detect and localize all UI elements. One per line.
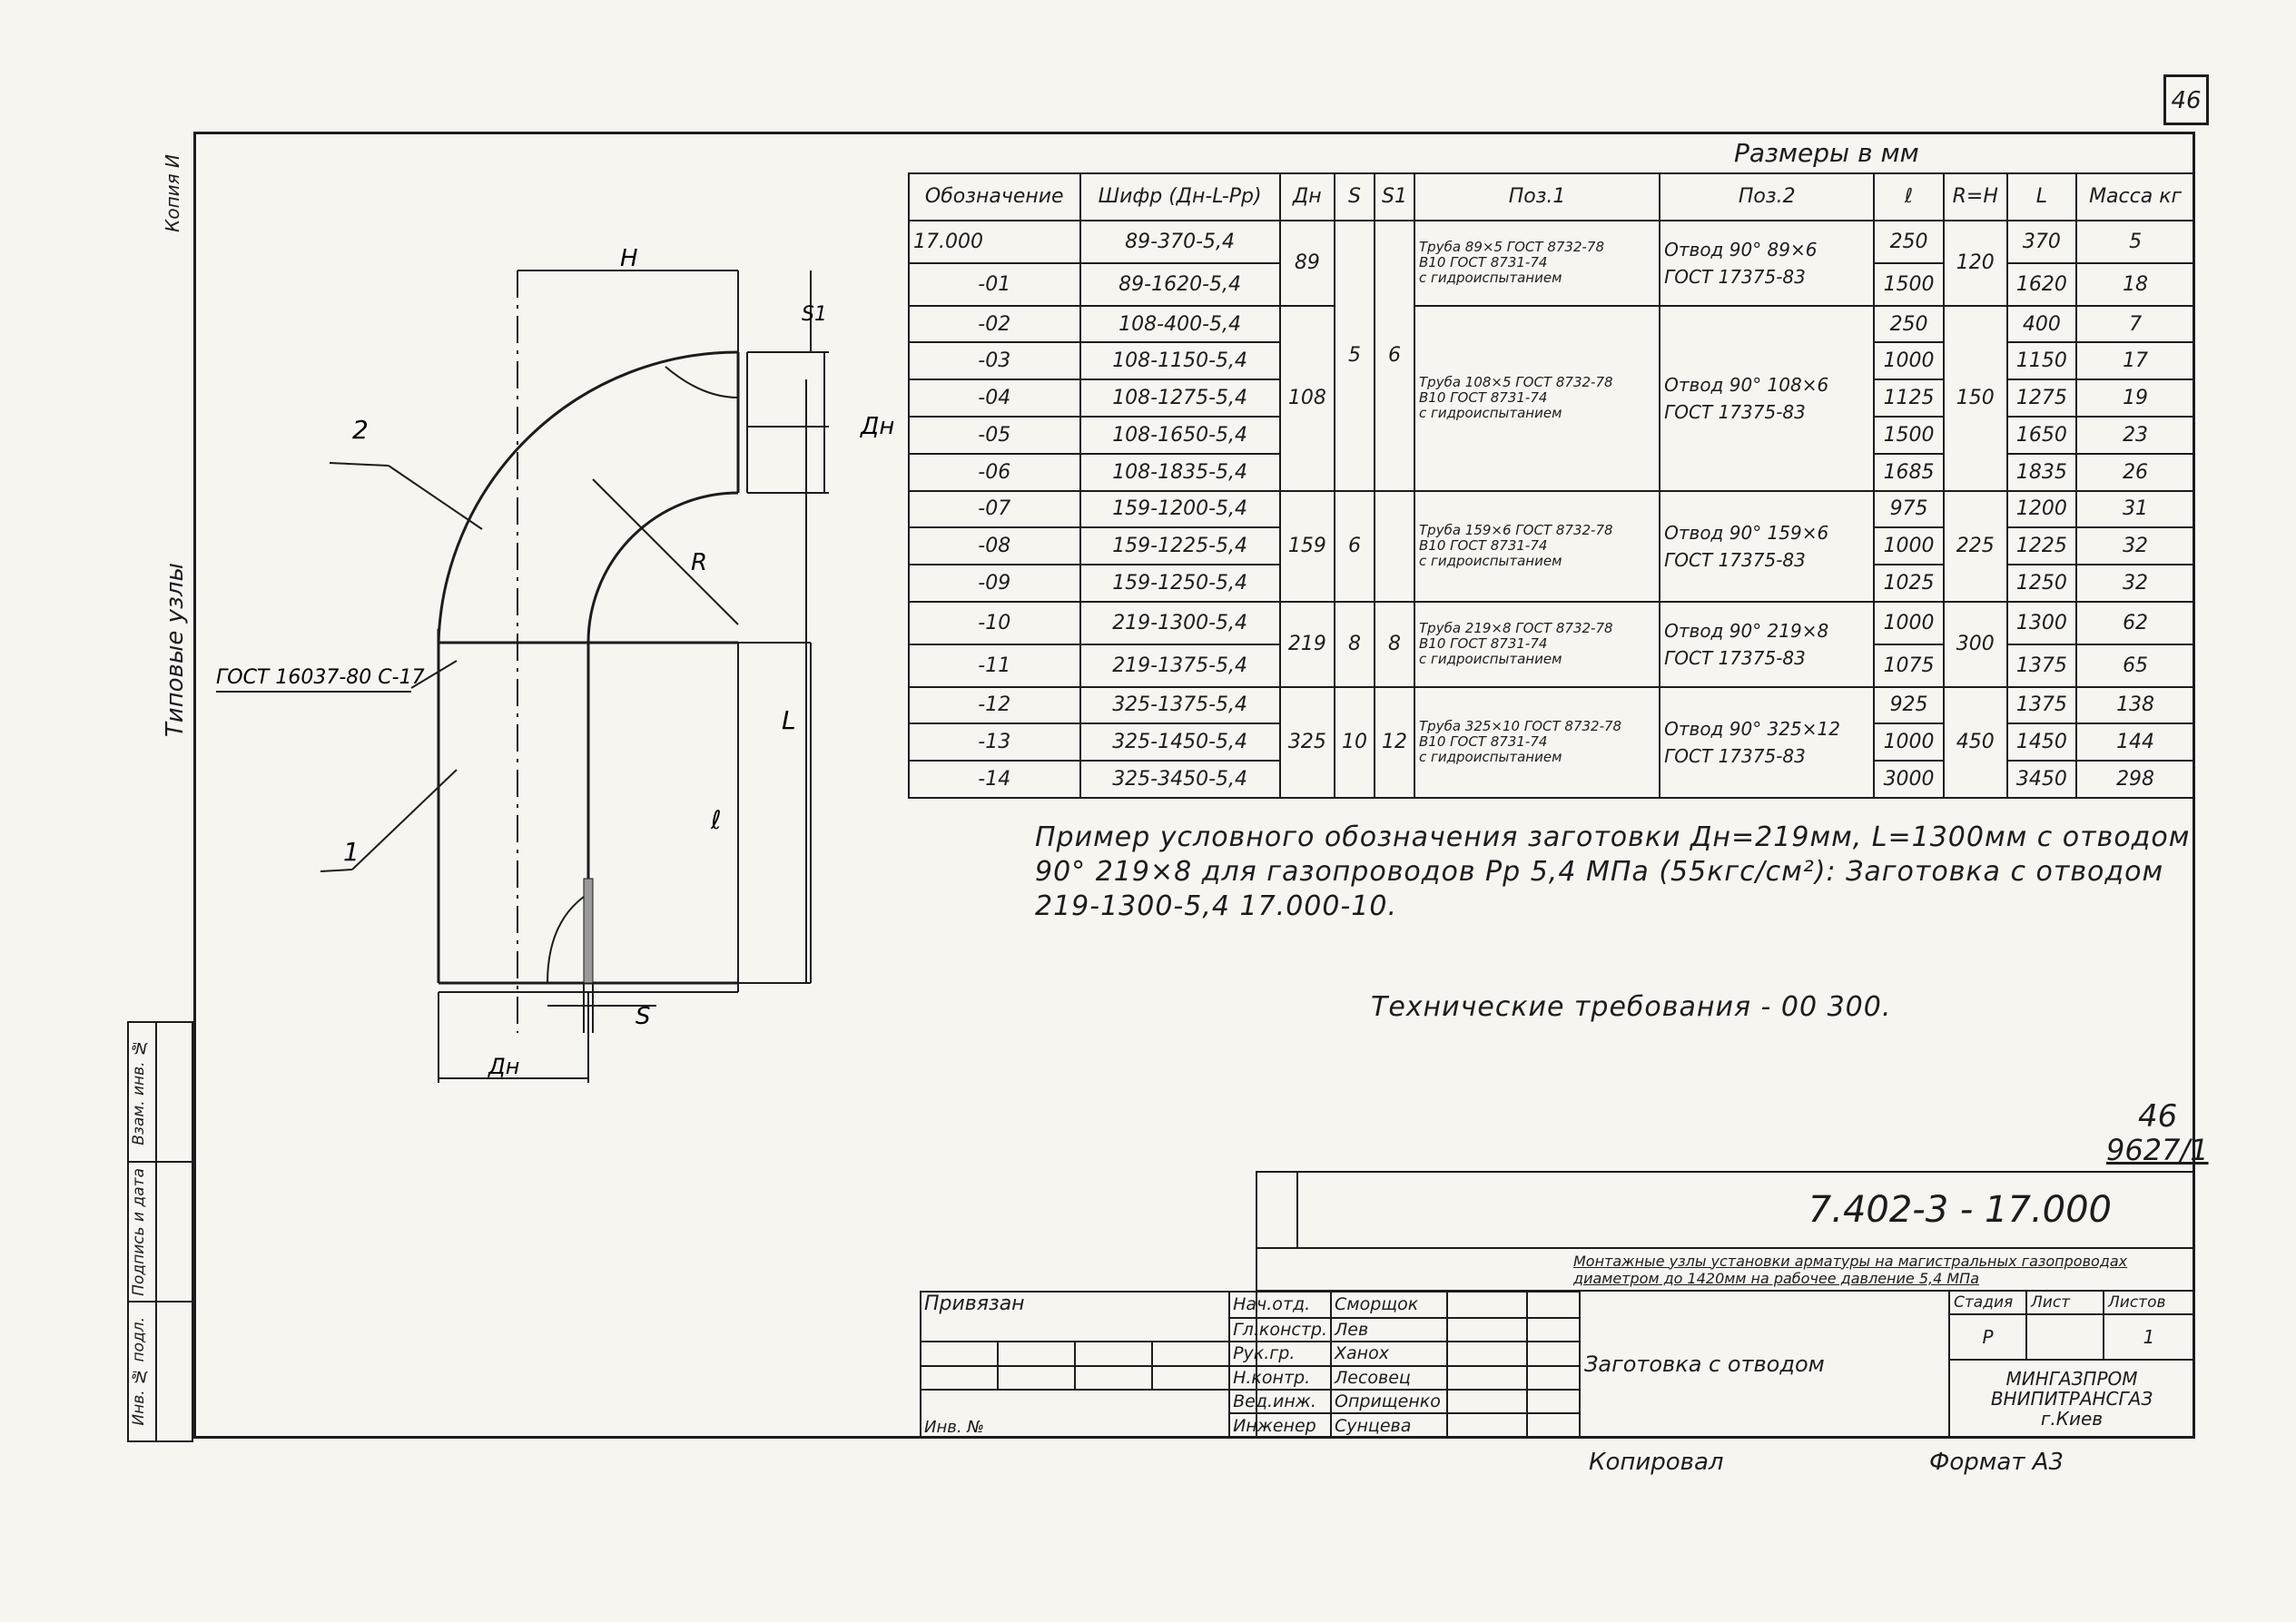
margin-top-label: Копия И (162, 154, 183, 232)
table-row: -10 219-1300-5,4 219 8 8 Труба 219×8 ГОС… (908, 600, 2195, 688)
table-row: -07 159-1200-5,4 159 6 Труба 159×6 ГОСТ … (908, 489, 2195, 603)
dim-dn-bottom-label: Дн (488, 1054, 519, 1079)
copied-label: Копировал (1589, 1449, 1724, 1476)
col-mass: Масса кг (2075, 172, 2195, 221)
sheets-value: 1 (2103, 1312, 2195, 1361)
table-row: -01 89-1620-5,4 1500 1620 18 (908, 261, 2195, 307)
dim-l-small-label: ℓ (710, 805, 722, 835)
table-row: 17.000 89-370-5,4 89 5 6 Труба 89×5 ГОСТ… (908, 220, 2195, 492)
col-s: S (1333, 172, 1375, 221)
stage-value: Р (1948, 1312, 2027, 1361)
col-s1: S1 (1373, 172, 1416, 221)
dim-dn-right-label: Дн (860, 413, 894, 440)
table-row: -11 219-1375-5,4 1075 1375 65 (908, 643, 2195, 688)
stage-header: Стадия (1948, 1290, 2027, 1315)
note-line-3: 219-1300-5,4 17.000-10. (1035, 890, 1398, 922)
col-designation: Обозначение (908, 172, 1081, 221)
table-row: -04 108-1275-5,4 1125 1275 19 (908, 378, 2195, 418)
sheet-header: Лист (2025, 1290, 2104, 1315)
pipe-bend-drawing: H S1 Дн R L ℓ S Дн 2 1 ГОСТ 16037-80 С-1… (216, 245, 894, 1083)
signature (1446, 1291, 1528, 1319)
side-cell-3: Инв. № подл. (130, 1317, 148, 1426)
table-row: -08 159-1225-5,4 1000 1225 32 (908, 526, 2195, 566)
format-label: Формат А3 (1929, 1449, 2064, 1476)
col-pos2: Поз.2 (1659, 172, 1876, 221)
table-row: -14 325-3450-5,4 3000 3450 298 (908, 760, 2195, 799)
sheet-value (2025, 1312, 2104, 1361)
ref-code: 9627/1 (2106, 1133, 2209, 1167)
note-line-2: 90° 219×8 для газопроводов Рр 5,4 МПа (5… (1035, 856, 2164, 888)
side-cell-2: Подпись и дата (130, 1167, 148, 1296)
table-row: -09 159-1250-5,4 1025 1250 32 (908, 564, 2195, 603)
dim-l-big-label: L (782, 705, 796, 735)
note-line-1: Пример условного обозначения заготовки Д… (1035, 821, 2191, 853)
privyazan-label: Привязан (919, 1290, 1231, 1343)
table-row: -13 325-1450-5,4 1000 1450 144 (908, 723, 2195, 762)
side-cell-1: Взам. инв. № (130, 1038, 148, 1145)
project-title: Монтажные узлы установки арматуры на маг… (1256, 1246, 2195, 1293)
col-cipher: Шифр (Дн-L-Рр) (1079, 172, 1281, 221)
callout-part-1: 1 (343, 837, 360, 867)
dim-h-label: H (620, 245, 638, 272)
col-dn: Дн (1278, 172, 1335, 221)
staff-block: Привязан Нач.отд. Сморщок Гл.констр. Лев… (919, 1290, 1581, 1440)
dim-s-label: S (636, 1003, 651, 1030)
margin-side-table: Взам. инв. № Подпись и дата Инв. № подл. (127, 1021, 193, 1442)
dim-r-label: R (691, 549, 707, 576)
sheets-header: Листов (2103, 1290, 2195, 1315)
dim-s1-label: S1 (802, 303, 827, 326)
table-row: -06 108-1835-5,4 1685 1835 26 (908, 452, 2195, 492)
inv-label: Инв. № (919, 1388, 1231, 1440)
table-row: -03 108-1150-5,4 1000 1150 17 (908, 341, 2195, 381)
col-l: ℓ (1873, 172, 1945, 221)
callout-weld: ГОСТ 16037-80 С-17 (216, 666, 425, 689)
designation: 7.402-3 - 17.000 (1296, 1171, 2195, 1249)
ref-page: 46 (2138, 1098, 2178, 1135)
col-lbig: L (2005, 172, 2078, 221)
table-title: Размеры в мм (1734, 138, 1919, 168)
table-row: -12 325-1375-5,4 325 10 12 Труба 325×10 … (908, 685, 2195, 800)
spec-table: Обозначение Шифр (Дн-L-Рр) Дн S S1 Поз.1… (908, 172, 2195, 800)
table-row: -02 108-400-5,4 108 Труба 108×5 ГОСТ 873… (908, 304, 2195, 492)
tech-requirements: Технические требования - 00 300. (1371, 991, 1892, 1023)
table-row: -05 108-1650-5,4 1500 1650 23 (908, 416, 2195, 455)
margin-mid-label: Типовые узлы (162, 563, 189, 738)
col-rh: R=H (1942, 172, 2008, 221)
col-pos1: Поз.1 (1414, 172, 1661, 221)
callout-part-2: 2 (352, 415, 369, 445)
sheet-number: 46 (2163, 74, 2209, 125)
